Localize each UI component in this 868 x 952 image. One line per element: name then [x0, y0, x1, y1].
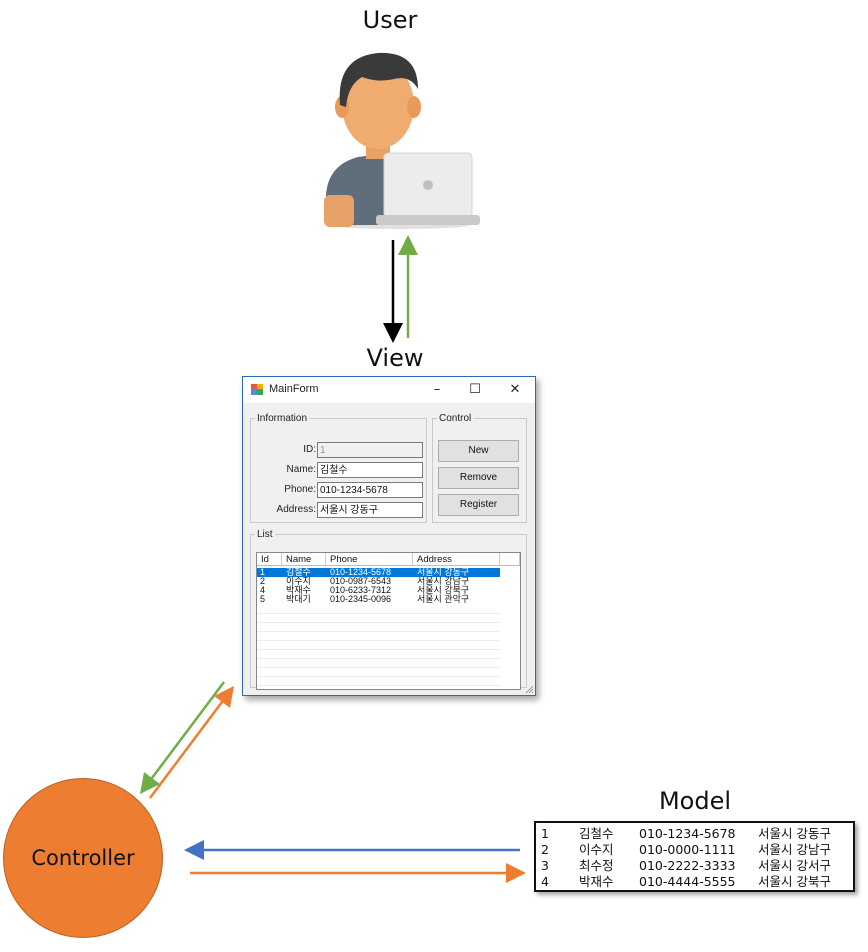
- model-id: 4: [541, 874, 549, 889]
- grid-line: [257, 685, 500, 686]
- control-legend: Control: [439, 413, 472, 424]
- model-phone: 010-1234-5678: [639, 826, 736, 841]
- column-header-phone[interactable]: Phone: [326, 553, 413, 566]
- user-with-laptop-icon: [324, 52, 480, 229]
- row-id: 4: [260, 585, 266, 595]
- model-name: 박재수: [579, 874, 614, 889]
- grid-line: [257, 676, 500, 677]
- information-legend: Information: [257, 413, 308, 424]
- user-label: User: [362, 6, 418, 34]
- controller-to-view-arrow: [149, 686, 234, 799]
- phone-label: Phone:: [284, 484, 316, 495]
- row-phone: 010-6233-7312: [330, 585, 392, 595]
- grid-line: [257, 658, 500, 659]
- model-address: 서울시 강남구: [758, 842, 831, 857]
- list-legend: List: [257, 529, 273, 540]
- id-row: ID: 1: [251, 442, 426, 459]
- main-form-window: MainForm – ☐ ✕ Information ID: 1 Name: 김…: [242, 376, 536, 696]
- row-name: 김철수: [286, 567, 311, 577]
- view-to-controller-arrow: [140, 681, 225, 794]
- row-phone: 010-1234-5678: [330, 567, 392, 577]
- name-row: Name: 김철수: [251, 462, 426, 479]
- model-address: 서울시 강서구: [758, 858, 831, 873]
- list-row[interactable]: 5 박대기 010-2345-0096 서울시 관악구: [257, 595, 500, 604]
- column-header-id[interactable]: Id: [257, 553, 282, 566]
- model-name: 이수지: [579, 842, 614, 857]
- close-button[interactable]: ✕: [509, 382, 521, 397]
- window-title: MainForm: [269, 383, 319, 395]
- title-bar[interactable]: MainForm – ☐ ✕: [243, 377, 535, 403]
- address-row: Address: 서울시 강동구: [251, 502, 426, 519]
- grid-line: [257, 640, 500, 641]
- information-group: Information ID: 1 Name: 김철수 Phone: 010-1…: [250, 413, 427, 523]
- grid-line: [257, 622, 500, 623]
- list-group: List Id Name Phone Address 1 김철수 010-123…: [250, 529, 527, 690]
- model-id: 1: [541, 826, 549, 841]
- row-phone: 010-0987-6543: [330, 576, 392, 586]
- list-row[interactable]: 2 이수지 010-0987-6543 서울시 강남구: [257, 577, 500, 586]
- model-label: Model: [658, 787, 732, 815]
- remove-button[interactable]: Remove: [438, 467, 519, 489]
- controller-node: Controller: [3, 778, 163, 938]
- model-id: 2: [541, 842, 549, 857]
- row-name: 박재수: [286, 585, 311, 595]
- grid-line: [257, 649, 500, 650]
- address-field[interactable]: 서울시 강동구: [317, 502, 423, 518]
- model-phone: 010-2222-3333: [639, 858, 736, 873]
- list-view[interactable]: Id Name Phone Address 1 김철수 010-1234-567…: [256, 552, 521, 690]
- model-id: 3: [541, 858, 549, 873]
- model-address: 서울시 강북구: [758, 874, 831, 889]
- model-address: 서울시 강동구: [758, 826, 831, 841]
- column-header-filler: [500, 553, 520, 566]
- model-name: 김철수: [579, 826, 614, 841]
- row-id: 5: [260, 594, 266, 604]
- row-name: 박대기: [286, 594, 311, 604]
- name-label: Name:: [286, 464, 316, 475]
- name-field[interactable]: 김철수: [317, 462, 423, 478]
- row-address: 서울시 관악구: [417, 594, 470, 604]
- grid-line: [257, 631, 500, 632]
- phone-row: Phone: 010-1234-5678: [251, 482, 426, 499]
- column-header-name[interactable]: Name: [282, 553, 326, 566]
- grid-line: [257, 613, 500, 614]
- new-button[interactable]: New: [438, 440, 519, 462]
- controller-label: Controller: [31, 846, 135, 870]
- list-row[interactable]: 4 박재수 010-6233-7312 서울시 강북구: [257, 586, 500, 595]
- register-button[interactable]: Register: [438, 494, 519, 516]
- grid-line: [257, 667, 500, 668]
- row-address: 서울시 강남구: [417, 576, 470, 586]
- model-name: 최수정: [579, 858, 614, 873]
- column-header-address[interactable]: Address: [413, 553, 500, 566]
- row-id: 2: [260, 576, 266, 586]
- resize-grip-icon[interactable]: [524, 684, 534, 694]
- control-group: Control New Remove Register: [432, 413, 527, 523]
- row-phone: 010-2345-0096: [330, 594, 392, 604]
- minimize-button[interactable]: –: [433, 382, 441, 397]
- list-row[interactable]: 1 김철수 010-1234-5678 서울시 강동구: [257, 568, 500, 577]
- id-field: 1: [317, 442, 423, 458]
- row-id: 1: [260, 567, 266, 577]
- maximize-button[interactable]: ☐: [469, 382, 481, 397]
- model-table: 1 김철수 010-1234-5678 서울시 강동구 2 이수지 010-00…: [534, 821, 855, 892]
- address-label: Address:: [276, 504, 316, 515]
- row-address: 서울시 강동구: [417, 567, 470, 577]
- model-phone: 010-4444-5555: [639, 874, 736, 889]
- row-address: 서울시 강북구: [417, 585, 470, 595]
- model-phone: 010-0000-1111: [639, 842, 736, 857]
- row-name: 이수지: [286, 576, 311, 586]
- phone-field[interactable]: 010-1234-5678: [317, 482, 423, 498]
- id-label: ID:: [303, 444, 316, 455]
- view-label: View: [366, 344, 424, 372]
- app-icon: [251, 384, 263, 395]
